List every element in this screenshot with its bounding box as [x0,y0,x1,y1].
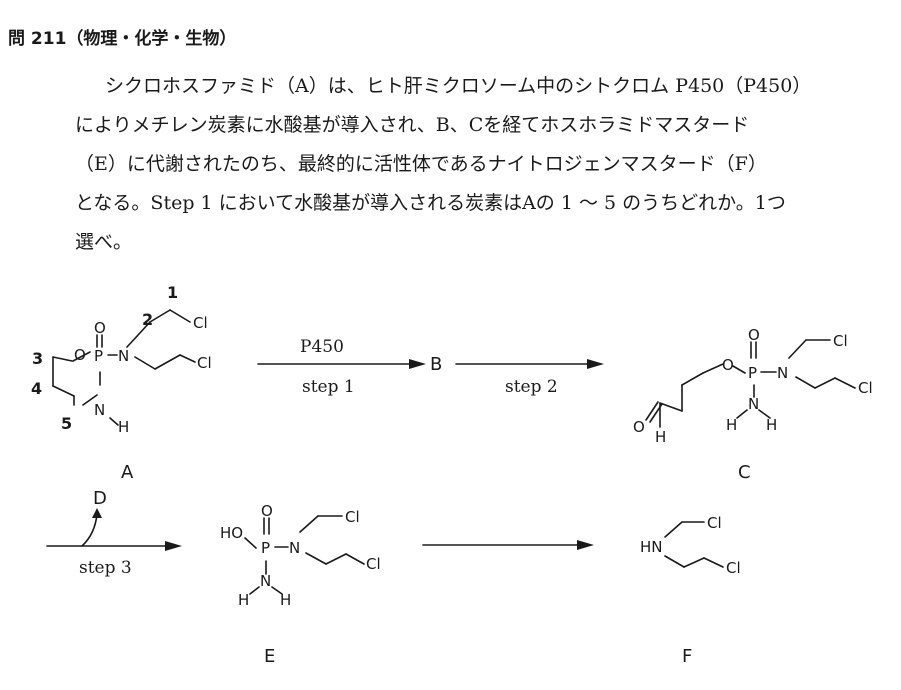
position-number-4: 4 [31,379,42,398]
label-compound-c: C [738,462,751,483]
atom-ho-e: HO [220,524,243,542]
atom-o-double: O [94,319,106,337]
atom-cl-f1: Cl [707,514,722,532]
question-line-4: となる。Step 1 において水酸基が導入される炭素はAの 1 ～ 5 のうちど… [75,192,786,214]
atom-h-c1: H [726,416,737,434]
arrow-step3-label: step 3 [79,558,132,578]
question-line-5: 選べ。 [75,231,133,253]
position-number-2: 2 [142,310,153,329]
atom-n-ring: N [94,401,105,419]
atom-n-c-amide: N [748,395,759,413]
arrow-step2-label: step 2 [505,377,558,397]
atom-n-c: N [777,364,788,382]
atom-cl-a2: Cl [197,354,212,372]
atom-p-e: P [261,539,270,557]
atom-cl-a1: Cl [193,314,208,332]
atom-n-e: N [289,539,300,557]
position-number-5: 5 [61,414,72,433]
question-line-1: シクロホスファミド（A）は、ヒト肝ミクロソーム中のシトクロム P450（P450… [105,75,812,97]
atom-o-aldehyde: O [633,418,645,436]
label-compound-a: A [121,462,134,483]
atom-cl-c1: Cl [833,332,848,350]
compound-f-structure [664,521,724,568]
label-compound-f: F [682,646,692,667]
label-compound-e: E [264,646,275,667]
atom-o-e-double: O [261,502,273,520]
arrow-step3 [46,508,182,551]
atom-p-c: P [748,364,757,382]
question-line-3: （E）に代謝されたのち、最終的に活性体であるナイトロジェンマスタード（F） [75,153,767,175]
atom-cl-e1: Cl [345,508,360,526]
atom-cl-e2: Cl [366,555,381,573]
atom-n-a: N [118,347,129,365]
arrow-step1 [257,359,426,369]
atom-h-e1: H [238,591,249,609]
atom-hn-f: HN [640,538,663,556]
question-line-2: によりメチレン炭素に水酸基が導入され、B、Cを経てホスホラミドマスタード [75,114,750,136]
label-compound-d: D [93,488,107,509]
atom-h-e2: H [280,591,291,609]
compound-a-structure [52,309,196,426]
arrow-step4 [422,540,594,550]
arrow-step1-label: step 1 [302,377,355,397]
position-number-3: 3 [32,349,43,368]
compound-e-structure [244,515,365,595]
atom-h-c2: H [766,416,777,434]
question-text: シクロホスファミド（A）は、ヒト肝ミクロソーム中のシトクロム P450（P450… [75,67,877,262]
atom-cl-c2: Cl [858,379,873,397]
question-title: 問 211（物理・化学・生物） [8,29,237,49]
atom-h-aldehyde: H [655,428,666,446]
arrow-step1-reagent: P450 [300,337,344,357]
atom-o-ring: O [74,346,86,364]
atom-p-a: P [94,347,103,365]
atom-o-c-double: O [748,326,760,344]
arrow-step2 [455,359,604,369]
compound-c-structure [645,339,856,428]
atom-n-e-amide: N [260,572,271,590]
atom-cl-f2: Cl [726,559,741,577]
label-compound-b: B [430,354,442,375]
atom-o-c-ester: O [722,356,734,374]
atom-h-a: H [118,418,129,436]
position-number-1: 1 [167,283,178,302]
